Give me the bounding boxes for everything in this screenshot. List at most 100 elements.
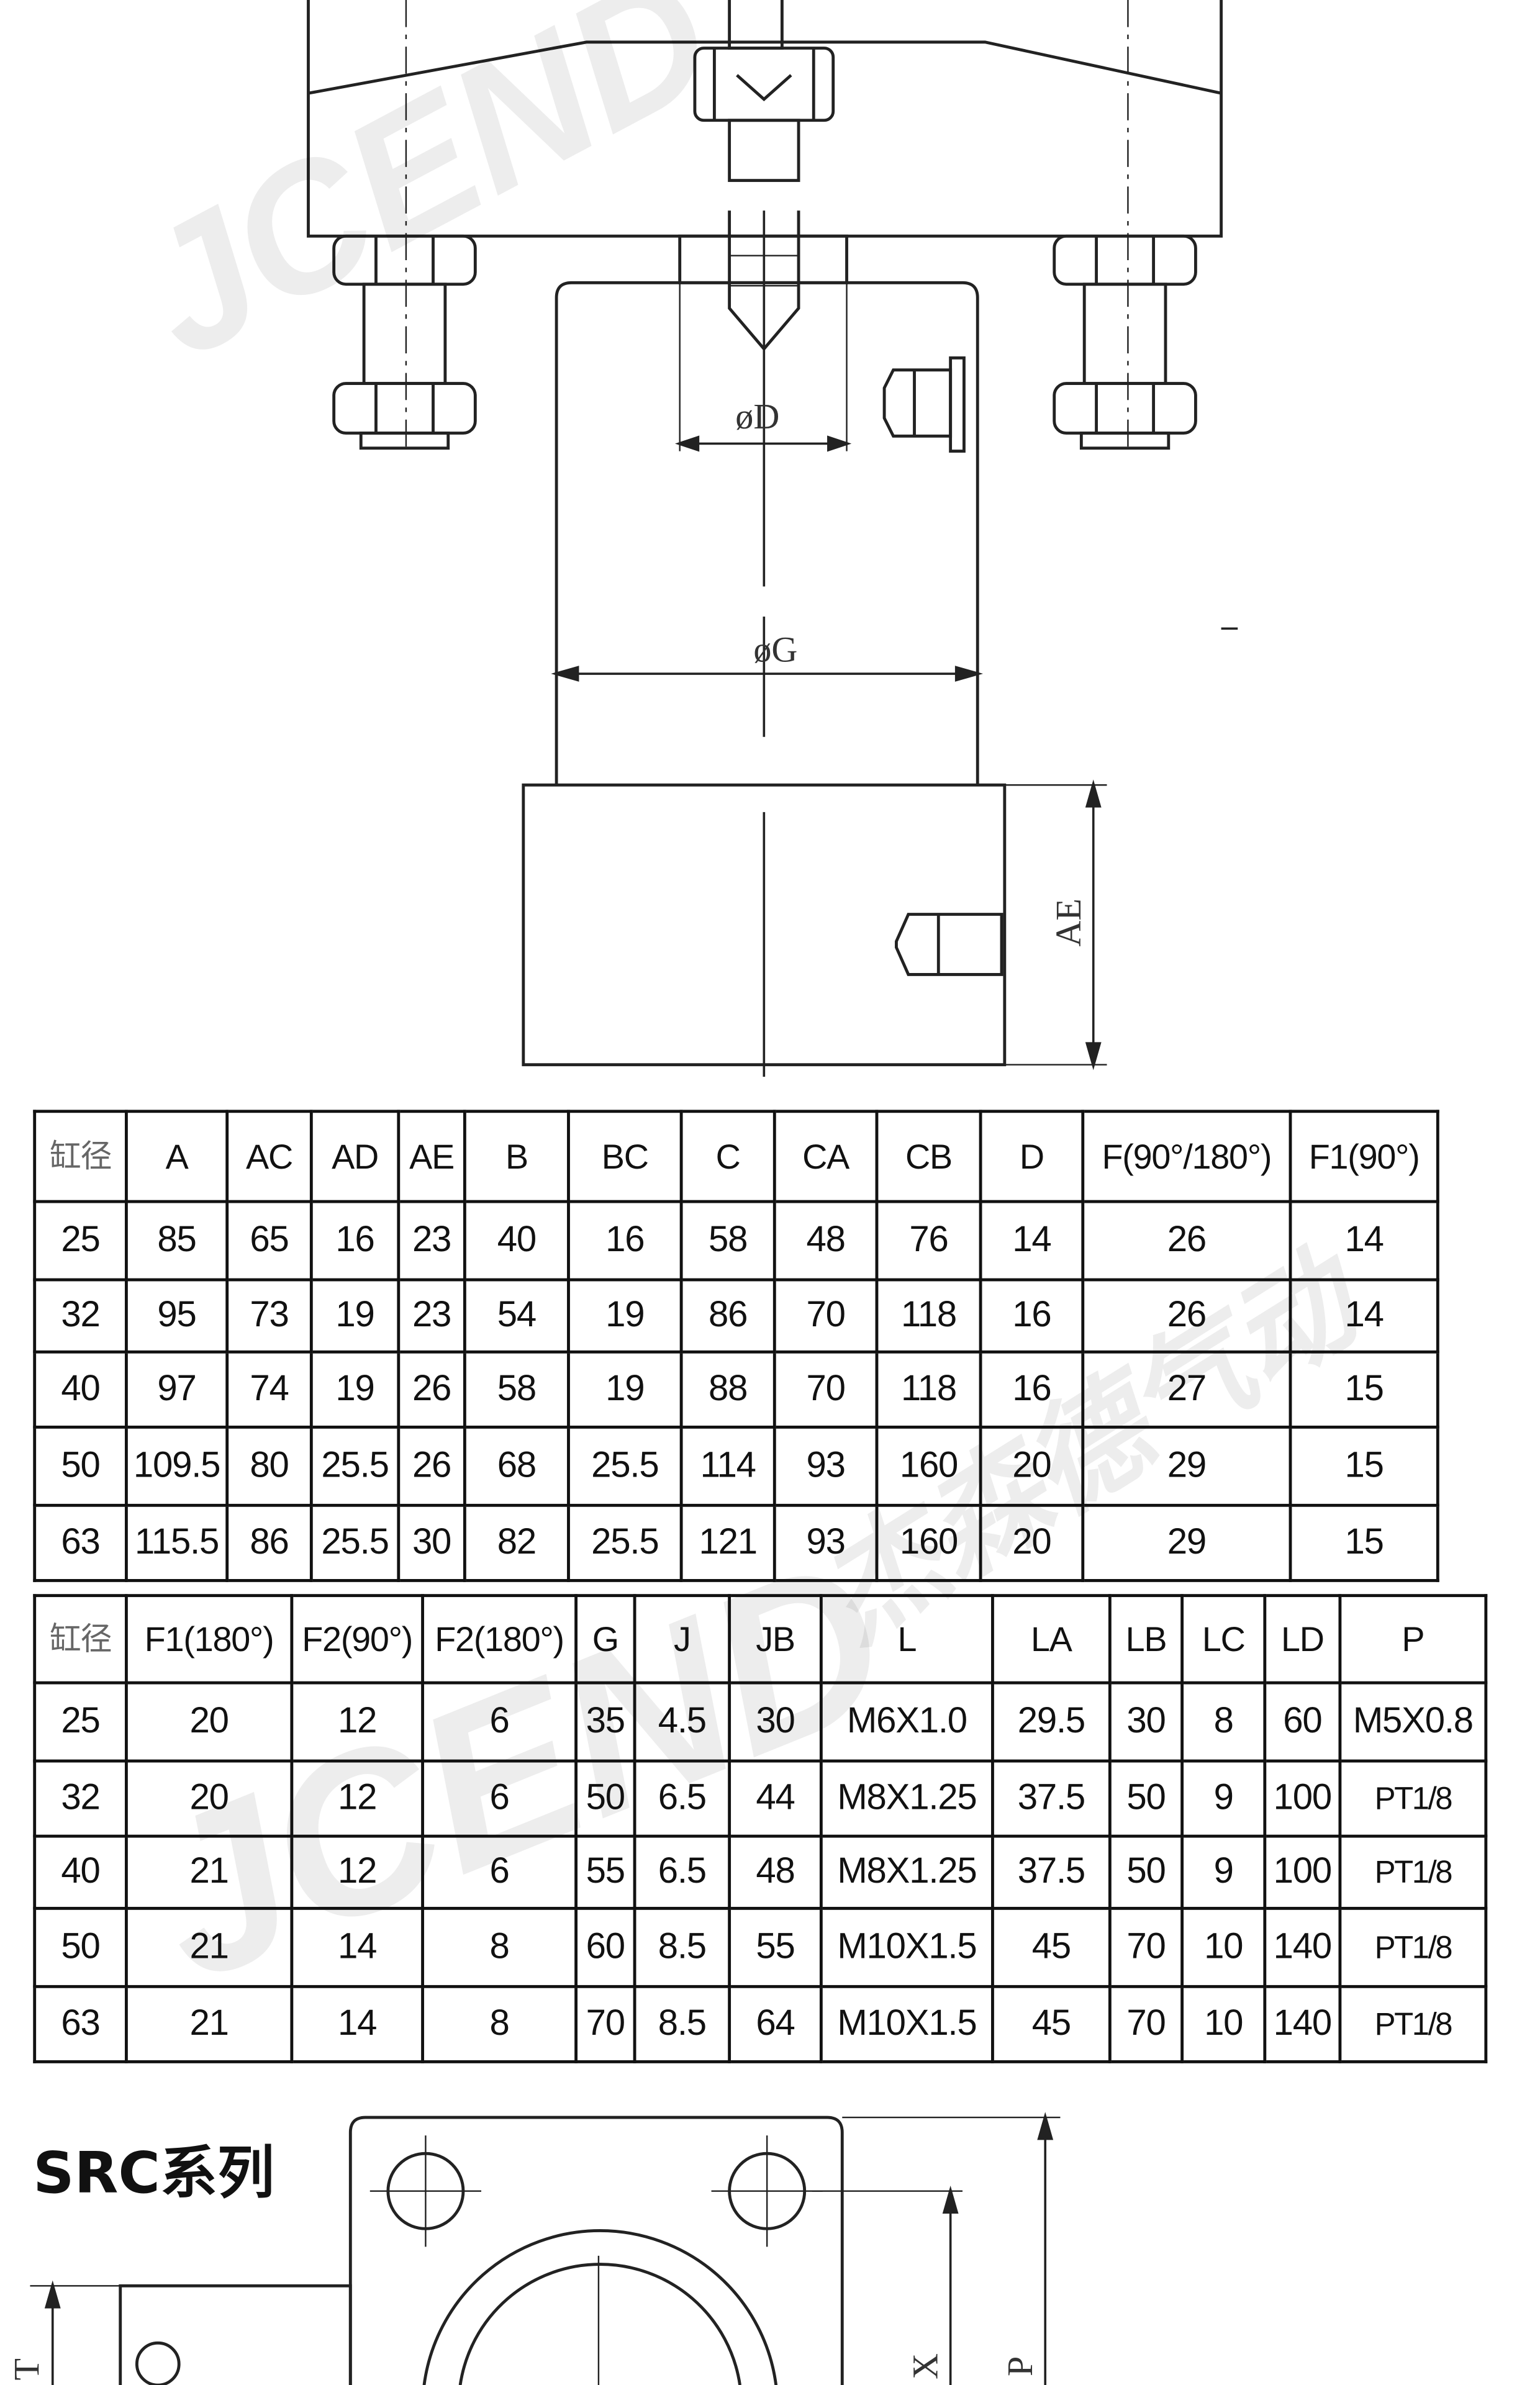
table-cell: 45	[991, 1984, 1112, 2063]
table-cell: M5X0.8	[1338, 1681, 1488, 1763]
table-cell: 25	[33, 1681, 128, 1763]
table-cell: PT1/8	[1338, 1834, 1488, 1910]
table-cell: 60	[574, 1906, 636, 1988]
table-cell: 88	[679, 1350, 776, 1429]
column-header: F2(180°)	[421, 1594, 578, 1685]
table-cell: PT1/8	[1338, 1759, 1488, 1838]
table-cell: 74	[225, 1350, 313, 1429]
table-cell: 14	[290, 1984, 424, 2063]
table-cell: 19	[309, 1278, 401, 1354]
table-cell: 70	[1108, 1906, 1184, 1988]
table-cell: 19	[567, 1278, 683, 1354]
table-cell: 30	[397, 1503, 466, 1582]
table-cell: 63	[33, 1984, 128, 2063]
table-cell: 86	[679, 1278, 776, 1354]
table-cell: 160	[875, 1503, 982, 1582]
table-cell: 21	[125, 1834, 294, 1910]
table-cell: 140	[1263, 1984, 1342, 2063]
table-cell: 9	[1180, 1834, 1267, 1910]
table-cell: 16	[567, 1200, 683, 1282]
table-cell: 76	[875, 1200, 982, 1282]
table-cell: 21	[125, 1984, 294, 2063]
table-cell: 40	[33, 1350, 128, 1429]
table-cell: 20	[979, 1425, 1085, 1507]
port-fitting-upper	[882, 356, 966, 453]
table-cell: 95	[125, 1278, 229, 1354]
table-cell: 50	[33, 1906, 128, 1988]
table-cell: 23	[397, 1200, 466, 1282]
table-cell: 118	[875, 1278, 982, 1354]
table-cell: 93	[772, 1425, 879, 1507]
table-cell: 14	[290, 1906, 424, 1988]
table-cell: 12	[290, 1834, 424, 1910]
table-cell: 109.5	[125, 1425, 229, 1507]
column-header: F(90°/180°)	[1081, 1110, 1292, 1203]
table-cell: 65	[225, 1200, 313, 1282]
table-cell: 8	[1180, 1681, 1267, 1763]
table-cell: PT1/8	[1338, 1984, 1488, 2063]
column-header: LC	[1180, 1594, 1267, 1685]
table-cell: M8X1.25	[819, 1759, 994, 1838]
table-cell: M10X1.5	[819, 1984, 994, 2063]
table-cell: 80	[225, 1425, 313, 1507]
table-cell: 14	[979, 1200, 1085, 1282]
table-cell: 100	[1263, 1834, 1342, 1910]
port-fitting-lower	[895, 913, 1003, 976]
table-cell: 48	[772, 1200, 879, 1282]
column-header: A	[125, 1110, 229, 1203]
table-cell: 160	[875, 1425, 982, 1507]
table-cell: 12	[290, 1759, 424, 1838]
table-cell: 85	[125, 1200, 229, 1282]
column-header: BC	[567, 1110, 683, 1203]
table-cell: 8	[421, 1984, 578, 2063]
table-cell: 40	[463, 1200, 570, 1282]
table-cell: 15	[1289, 1425, 1439, 1507]
column-header: L	[819, 1594, 994, 1685]
table-cell: 8.5	[633, 1984, 732, 2063]
table-cell: 37.5	[991, 1759, 1112, 1838]
table-cell: 6	[421, 1759, 578, 1838]
table-cell: 40	[33, 1834, 128, 1910]
column-header: AE	[397, 1110, 466, 1203]
table-cell: 20	[979, 1503, 1085, 1582]
column-header: 缸径	[33, 1110, 128, 1203]
table-cell: 15	[1289, 1503, 1439, 1582]
table-cell: 16	[309, 1200, 401, 1282]
table-cell: 58	[463, 1350, 570, 1429]
column-header: G	[574, 1594, 636, 1685]
table-cell: 50	[1108, 1834, 1184, 1910]
table-cell: 26	[1081, 1200, 1292, 1282]
table-cell: 23	[397, 1278, 466, 1354]
table-cell: 37.5	[991, 1834, 1112, 1910]
column-header: C	[679, 1110, 776, 1203]
table-cell: 25.5	[309, 1503, 401, 1582]
table-cell: 10	[1180, 1906, 1267, 1988]
table-cell: 26	[397, 1425, 466, 1507]
table-cell: 97	[125, 1350, 229, 1429]
table-cell: 25.5	[309, 1425, 401, 1507]
table-cell: 26	[397, 1350, 466, 1429]
table-cell: 14	[1289, 1278, 1439, 1354]
rod-end-nut	[693, 0, 835, 183]
table-cell: 114	[679, 1425, 776, 1507]
table-cell: 12	[290, 1681, 424, 1763]
column-header: AD	[309, 1110, 401, 1203]
table-cell: 140	[1263, 1906, 1342, 1988]
table-cell: 29	[1081, 1425, 1292, 1507]
table-cell: 50	[33, 1425, 128, 1507]
dim-label-p: P	[1002, 2356, 1041, 2377]
table-cell: M8X1.25	[819, 1834, 994, 1910]
table-cell: 55	[574, 1834, 636, 1910]
table-cell: 60	[1263, 1681, 1342, 1763]
table-cell: 15	[1289, 1350, 1439, 1429]
column-header: 缸径	[33, 1594, 128, 1685]
